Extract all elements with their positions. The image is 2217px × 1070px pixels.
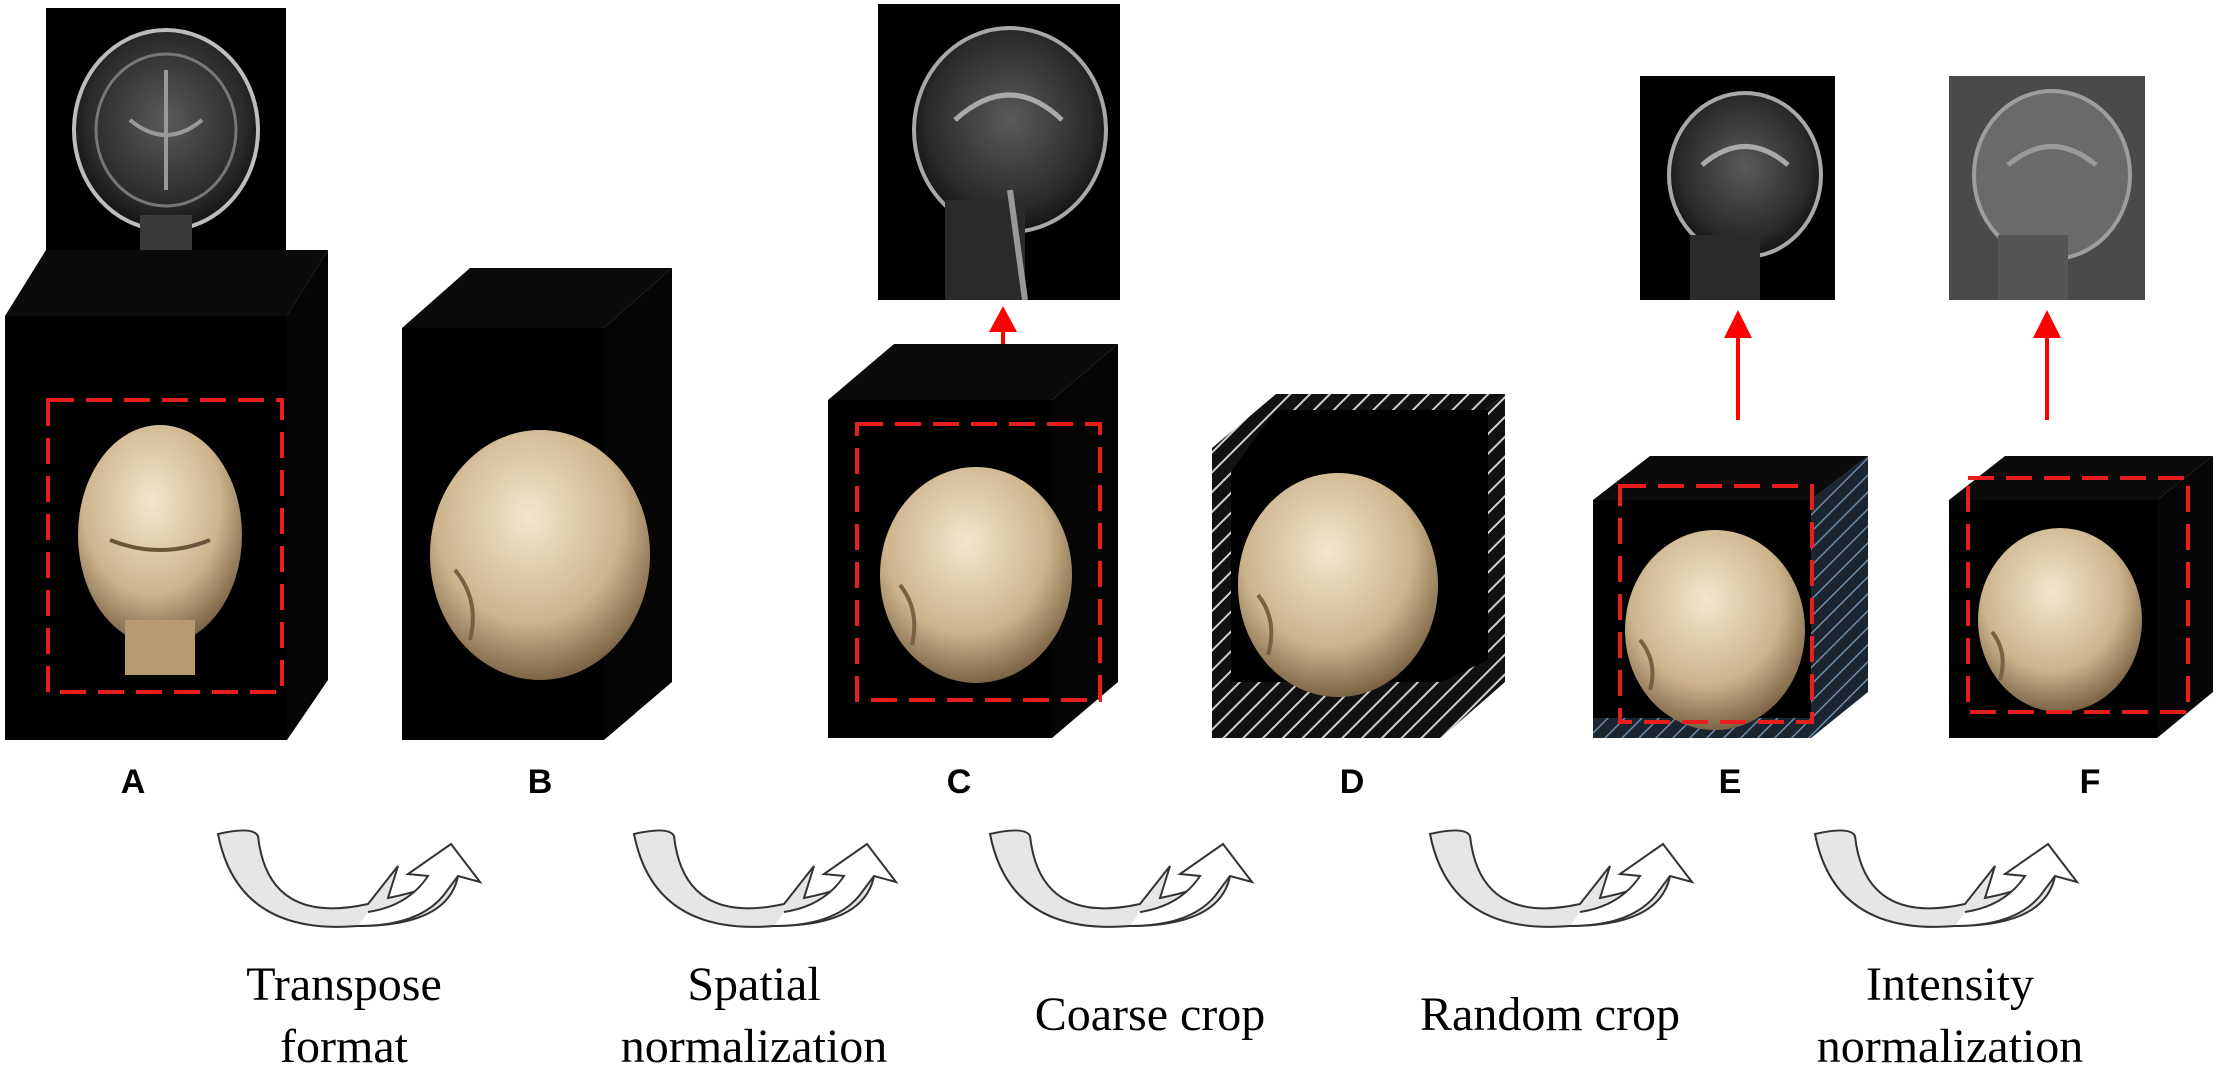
step-label-random-crop: Random crop — [1420, 988, 1680, 1041]
step-label-spatial: Spatial — [687, 958, 820, 1011]
curved-arrow-icon — [216, 829, 483, 928]
panel-label: C — [947, 763, 972, 801]
up-arrow-icon — [2033, 310, 2061, 420]
volume-cube — [1949, 456, 2213, 738]
panel-a: A — [5, 8, 328, 801]
panel-c: C — [828, 4, 1120, 801]
panel-e: E — [1593, 76, 1868, 801]
panel-label: F — [2080, 763, 2101, 801]
volume-cube — [828, 344, 1118, 738]
curved-arrow-icon — [632, 829, 899, 928]
head-render-icon — [430, 430, 650, 680]
head-render-icon — [1625, 530, 1805, 730]
head-render-icon — [78, 425, 242, 675]
panel-f: F — [1949, 76, 2213, 801]
up-arrow-icon — [1724, 310, 1752, 420]
step-label-intensity-line2: normalization — [1817, 1020, 2084, 1070]
panel-label: E — [1719, 763, 1742, 801]
head-render-icon — [1238, 473, 1438, 697]
panel-label: A — [121, 763, 146, 801]
volume-cube — [402, 268, 672, 740]
panel-label: B — [528, 763, 553, 801]
panel-d: D — [1212, 394, 1505, 801]
volume-cube — [1593, 456, 1868, 738]
step-label-spatial-line2: normalization — [621, 1020, 888, 1070]
curved-arrow-icon — [988, 829, 1255, 928]
head-render-icon — [1978, 528, 2142, 712]
volume-cube — [1212, 394, 1505, 738]
head-render-icon — [880, 467, 1072, 683]
step-label-intensity: Intensity — [1866, 958, 2034, 1011]
step-label-transpose: Transpose — [246, 958, 442, 1011]
mri-slice-icon — [878, 4, 1120, 301]
step-label-coarse-crop: Coarse crop — [1035, 988, 1266, 1041]
mri-slice-icon — [1640, 76, 1835, 300]
step-labels: Transpose format Spatial normalization C… — [246, 958, 2083, 1070]
volume-cube — [5, 250, 328, 740]
curved-arrow-icon — [1428, 829, 1695, 928]
step-label-transpose-line2: format — [280, 1020, 409, 1070]
panel-b: B — [402, 268, 672, 801]
curved-arrows — [216, 829, 2080, 928]
mri-slice-icon — [1949, 76, 2145, 300]
curved-arrow-icon — [1813, 829, 2080, 928]
panel-label: D — [1340, 763, 1365, 801]
